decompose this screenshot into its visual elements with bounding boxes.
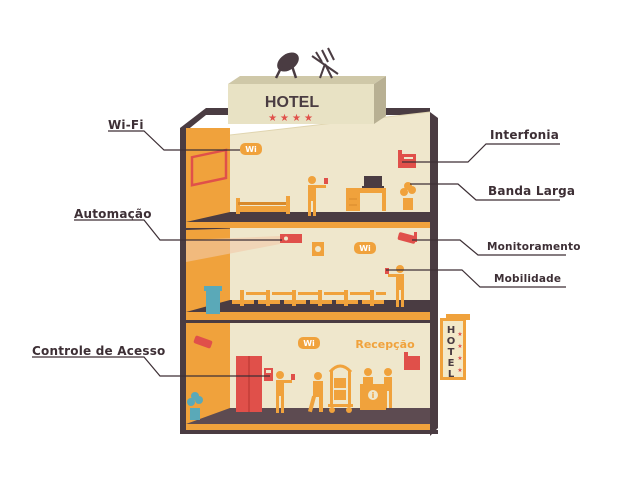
side-sign-letter: H (447, 325, 455, 336)
side-sign-letter: O (447, 336, 456, 347)
projector-icon (280, 234, 302, 243)
svg-text:Wi: Wi (245, 145, 257, 154)
svg-text:Wi: Wi (303, 339, 315, 348)
svg-text:Wi: Wi (359, 244, 371, 253)
wifi-badge-floor-2: Wi (354, 242, 376, 254)
side-sign-star: ★ (457, 343, 462, 350)
access-control-panel-icon (264, 368, 273, 381)
side-sign-letter: L (448, 369, 455, 380)
label-mobilidade: Mobilidade (494, 273, 561, 285)
satellite-dish-icon (274, 49, 303, 78)
wifi-badge-floor-1: Wi (298, 337, 320, 349)
side-sign-star: ★ (457, 367, 462, 374)
label-automacao: Automação (74, 207, 152, 221)
label-wifi: Wi-Fi (108, 118, 144, 132)
label-interfonia: Interfonia (490, 128, 559, 142)
svg-text:HOTEL: HOTEL (447, 325, 456, 380)
side-sign-letter: E (448, 358, 455, 369)
antenna-icon (312, 48, 338, 78)
label-controle-acesso: Controle de Acesso (32, 344, 166, 358)
hotel-roof-sign-top (228, 76, 386, 84)
reception-text: Recepção (355, 338, 415, 351)
label-banda-larga: Banda Larga (488, 184, 575, 198)
side-sign-letter: T (448, 347, 455, 358)
svg-text:i: i (372, 391, 375, 400)
hotel-roof-sign-text: HOTEL (265, 94, 319, 111)
side-sign-star: ★ (457, 355, 462, 362)
hotel-roof-sign-stars: ★★★★ (268, 113, 316, 124)
building-right-wall (430, 112, 438, 436)
wifi-badge-floor-3: Wi (240, 143, 262, 155)
door-icon (236, 356, 262, 412)
label-monitoramento: Monitoramento (487, 241, 581, 253)
side-sign-star: ★ (457, 331, 462, 338)
